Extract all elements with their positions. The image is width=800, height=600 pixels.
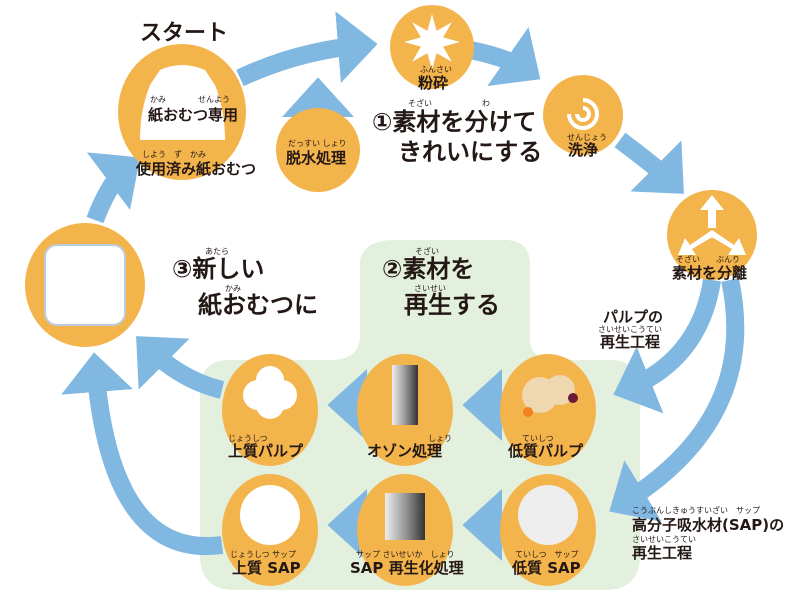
step1-ruby-1: そざい [408, 98, 432, 108]
separation-ruby: そざい ぶんり [676, 254, 740, 264]
sap-tank-icon [385, 493, 425, 540]
step3-ruby-1: あたら [205, 247, 229, 256]
crush-burst-icon [404, 14, 460, 70]
step1-line1: ①素材を分けて [372, 108, 536, 136]
pulp-process-ruby: さいせいこうてい [598, 325, 662, 334]
arrow-highsap-new [61, 352, 224, 556]
low-sap-icon [518, 485, 578, 545]
bag-label: 紙おむつ専用 [148, 106, 238, 124]
sap-process-ruby-1: こうぶんしきゅうすいざい サップ [632, 505, 760, 515]
garbage-bag-icon [140, 65, 225, 140]
dehydration-label: 脱水処理 [286, 149, 346, 167]
low-pulp-icon [522, 375, 578, 417]
start-label: 使用済み紙おむつ [135, 160, 256, 178]
high-sap-icon [240, 485, 300, 545]
ozone-tank-icon [392, 365, 418, 425]
separation-label: 素材を分離 [672, 264, 747, 282]
cotton-icon [243, 366, 297, 419]
step3-line2: 紙おむつに [198, 291, 318, 319]
dehydration-circle [276, 108, 360, 192]
diaper-icon [44, 244, 126, 326]
crushing-label: 粉砕 [418, 74, 448, 92]
arrow-crush-to-wash [468, 27, 541, 87]
arrow-separate-to-sap [609, 278, 745, 522]
bag-ruby-1: かみ [150, 95, 166, 104]
washing-circle [543, 75, 623, 155]
low-pulp-label: 低質パルプ [507, 442, 584, 460]
step2-line2: 再生する [404, 291, 500, 319]
low-sap-ruby: ていしつ サップ [515, 550, 579, 559]
step3-ruby-2: かみ [225, 284, 241, 293]
start-ruby: しよう ず かみ [142, 149, 206, 159]
arrow-highpulp-new [136, 336, 225, 399]
washing-ruby: せんじょう [567, 133, 607, 142]
bag-ruby-2: せんよう [198, 95, 230, 104]
low-sap-label: 低質 SAP [511, 559, 581, 577]
sap-regen-ruby: サップ さいせいか しょり [356, 550, 455, 559]
step1-ruby-2: わ [482, 99, 490, 108]
sap-regen-label: SAP 再生化処理 [350, 559, 464, 577]
low-pulp-ruby: ていしつ [522, 434, 554, 443]
crushing-ruby: ふんさい [420, 65, 452, 74]
step1-line2: きれいにする [398, 138, 542, 166]
sap-process-ruby-2: さいせいこうてい [632, 535, 696, 544]
ozone-ruby: しょり [428, 434, 452, 443]
arrow-new-to-start [86, 152, 141, 224]
high-sap-ruby: じょうしつ サップ [230, 550, 296, 559]
high-pulp-ruby: じょうしつ [228, 434, 268, 443]
step2-ruby-2: さいせい [414, 284, 446, 293]
ozone-label: オゾン処理 [367, 442, 442, 460]
arrow-start-to-crush [236, 11, 378, 87]
washing-label: 洗浄 [568, 141, 598, 159]
step2-line1: ②素材を [382, 255, 474, 283]
separate-arrows-icon [678, 195, 746, 255]
arrow-separate-to-pulp [613, 278, 721, 414]
wash-swirl-icon [567, 98, 599, 130]
dehydration-ruby: だっすい しょり [288, 139, 347, 148]
pulp-process-line1: パルプの [603, 308, 663, 326]
pulp-process-line2: 再生工程 [600, 333, 660, 351]
sap-process-line1: 高分子吸水材(SAP)の [632, 516, 784, 534]
arrow-wash-to-separate [614, 132, 684, 194]
start-title: スタート [140, 21, 228, 46]
high-pulp-label: 上質パルプ [228, 442, 304, 460]
sap-process-line2: 再生工程 [632, 544, 692, 562]
high-sap-label: 上質 SAP [232, 559, 301, 577]
step2-ruby-1: そざい [415, 246, 439, 256]
step3-line1: ③新しい [172, 255, 264, 283]
